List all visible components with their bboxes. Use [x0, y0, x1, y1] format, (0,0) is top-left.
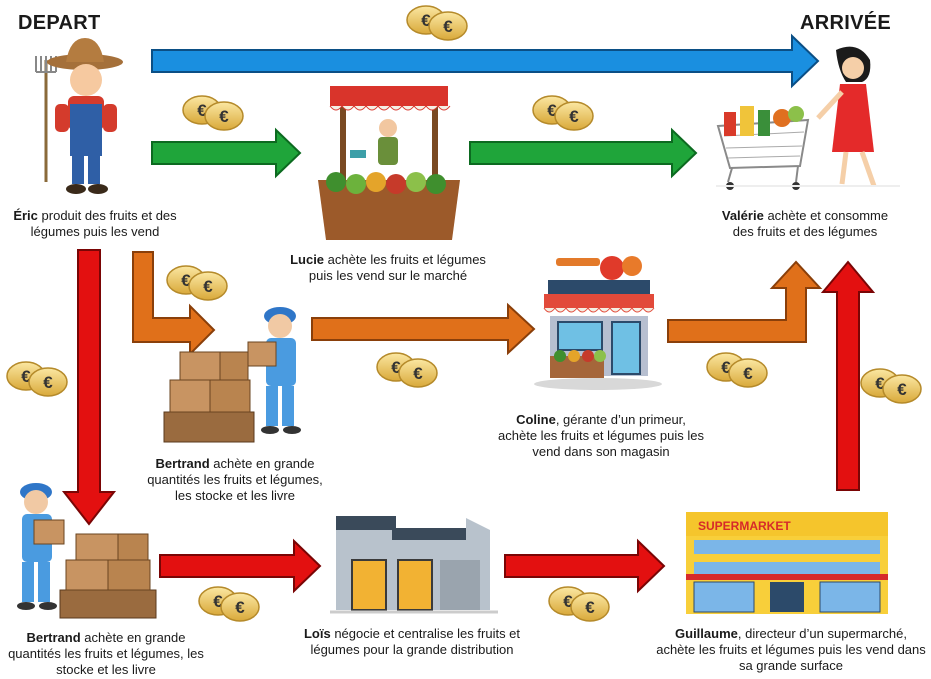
red-arrow-1	[159, 538, 322, 594]
actor-valerie: Valérie achète et consomme des fruits et…	[712, 208, 898, 240]
actor-name: Lucie	[290, 252, 325, 267]
coins-icon	[182, 95, 244, 131]
actor-lois: Loïs négocie et centralise les fruits et…	[292, 626, 532, 658]
coins-icon	[6, 361, 68, 397]
actor-desc: achète en grande quantités les fruits et…	[147, 456, 323, 503]
actor-guillaume: Guillaume, directeur d’un supermarché, a…	[656, 626, 926, 674]
coins-icon	[166, 265, 228, 301]
actor-name: Coline	[516, 412, 556, 427]
actor-desc: , gérante d’un primeur, achète les fruit…	[498, 412, 704, 459]
actor-name: Bertrand	[155, 456, 210, 471]
warehouse-icon	[330, 516, 498, 614]
supermarket-icon: SUPERMARKET	[686, 512, 888, 614]
green-arrow-1	[151, 127, 302, 179]
actor-name: Éric	[13, 208, 38, 223]
actor-name: Loïs	[303, 626, 331, 641]
greengrocer-icon	[534, 256, 662, 390]
actor-desc: achète et consomme des fruits et des lég…	[732, 208, 889, 239]
actor-bertrand-2: Bertrand achète en grande quantités les …	[2, 630, 210, 678]
orange-arrow-3	[667, 260, 823, 343]
market-stall-icon	[318, 86, 460, 240]
coins-icon	[706, 352, 768, 388]
blue-arrow	[151, 33, 820, 89]
coins-icon	[532, 95, 594, 131]
actor-eric: Éric produit des fruits et des légumes p…	[10, 208, 180, 240]
worker-icon	[17, 483, 157, 619]
coins-icon	[376, 352, 438, 388]
supermarket-sign: SUPERMARKET	[698, 519, 791, 533]
start-label: DEPART	[18, 12, 101, 34]
actor-bertrand-1: Bertrand achète en grande quantités les …	[140, 456, 330, 504]
actor-name: Bertrand	[26, 630, 81, 645]
coins-icon	[860, 368, 922, 404]
actor-lucie: Lucie achète les fruits et légumes puis …	[290, 252, 486, 284]
orange-arrow-2	[311, 302, 536, 356]
coins-icon	[406, 5, 468, 41]
actor-desc: , directeur d’un supermarché, achète les…	[656, 626, 926, 673]
coins-icon	[548, 586, 610, 622]
actor-name: Valérie	[721, 208, 764, 223]
actor-desc: achète en grande quantités les fruits et…	[8, 630, 204, 677]
green-arrow-2	[469, 127, 698, 179]
shopper-icon	[716, 46, 900, 190]
worker-icon	[163, 307, 301, 443]
red-arrow-2	[504, 538, 666, 594]
actor-coline: Coline, gérante d’un primeur, achète les…	[496, 412, 706, 460]
farmer-icon	[35, 38, 123, 194]
coins-icon	[198, 586, 260, 622]
actor-desc: produit des fruits et des légumes puis l…	[30, 208, 177, 239]
actor-desc: négocie et centralise les fruits et légu…	[310, 626, 521, 657]
orange-arrow-1	[132, 251, 216, 357]
actor-desc: achète les fruits et légumes puis les ve…	[308, 252, 486, 283]
end-label: ARRIVÉE	[800, 12, 892, 34]
actor-name: Guillaume	[675, 626, 738, 641]
red-arrow-down	[61, 249, 117, 526]
red-arrow-up	[820, 260, 876, 491]
